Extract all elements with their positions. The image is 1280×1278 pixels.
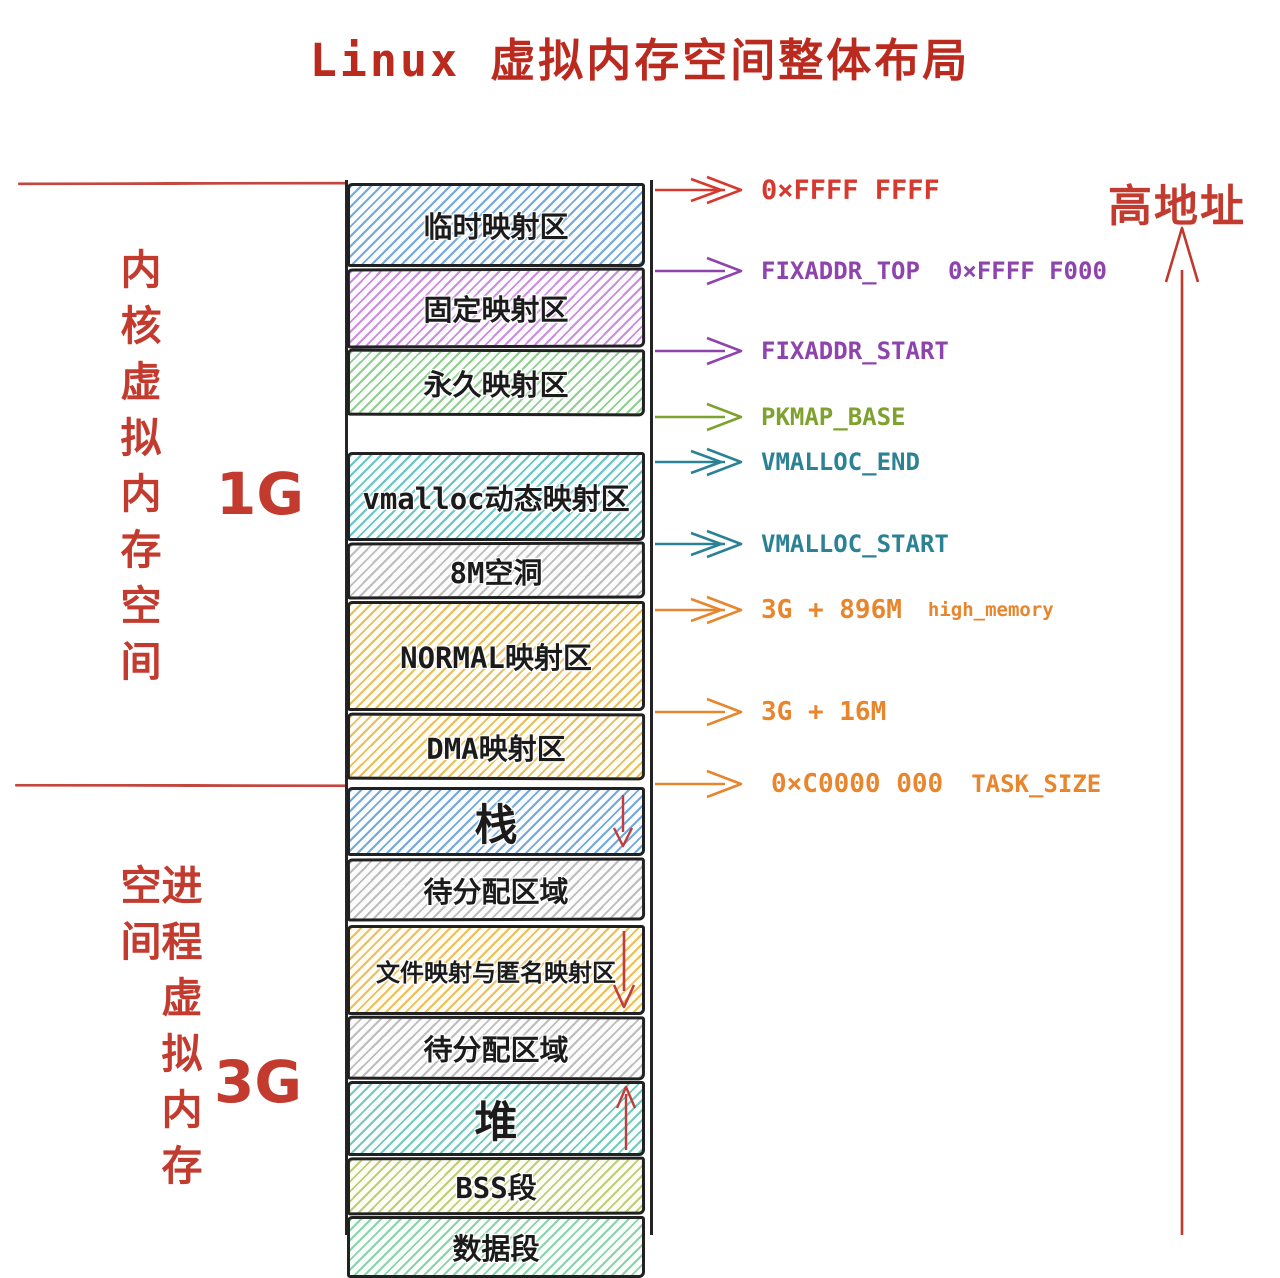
memory-block-vmalloc: vmalloc动态映射区: [347, 452, 645, 541]
block-label: 文件映射与匿名映射区: [376, 958, 616, 987]
block-label: 待分配区域: [423, 874, 569, 909]
address-label: PKMAP_BASE: [761, 403, 906, 431]
memory-block-permanent-mapping: 永久映射区: [346, 348, 646, 417]
pointer-arrow-icon: [655, 336, 743, 366]
pointer-arrow-icon: [655, 769, 743, 799]
address-label: 3G + 16M: [761, 697, 887, 727]
memory-block-file-anon-mapping: 文件映射与匿名映射区: [347, 925, 645, 1015]
block-label: DMA映射区: [426, 731, 566, 766]
address-label: FIXADDR_TOP: [761, 257, 920, 285]
addr-row-pkmap-base: PKMAP_BASE: [653, 399, 906, 435]
diagram-canvas: Linux 虚拟内存空间整体布局 内核虚拟内存空间 1G 进程虚拟内存空间 3G…: [14, 34, 1246, 1278]
block-label: 临时映射区: [423, 210, 569, 244]
addr-row-vmalloc-end: VMALLOC_END: [653, 444, 920, 480]
address-value: 0×FFFF F000: [947, 257, 1107, 285]
addr-row-ffff-ffff: 0×FFFF FFFF: [653, 172, 940, 208]
memory-block-fixed-mapping: 固定映射区: [346, 267, 646, 349]
pointer-arrow-icon: [655, 595, 743, 625]
pointer-arrow-icon: [655, 529, 743, 559]
block-label: 堆: [474, 1097, 518, 1148]
address-label: 0×C0000 000: [771, 769, 944, 799]
memory-block-heap: 堆: [347, 1081, 645, 1156]
memory-stack-frame: [345, 180, 653, 1235]
address-label: 0×FFFF FFFF: [761, 174, 940, 206]
addr-row-high-memory: 3G + 896M high_memory: [653, 592, 1054, 628]
block-label: NORMAL映射区: [400, 641, 592, 675]
address-label: VMALLOC_START: [761, 530, 949, 558]
memory-block-dma-mapping: DMA映射区: [346, 712, 646, 781]
address-label: 3G + 896M: [761, 595, 902, 625]
addr-row-fixaddr-start: FIXADDR_START: [653, 333, 949, 369]
address-value: high_memory: [927, 599, 1054, 621]
addr-row-fixaddr-top: FIXADDR_TOP 0×FFFF F000: [653, 253, 1107, 289]
address-label: VMALLOC_END: [761, 448, 920, 476]
kernel-top-boundary-line: [17, 181, 347, 186]
addr-row-task-size: 0×C0000 000 TASK_SIZE: [653, 766, 1101, 802]
memory-block-8m-hole: 8M空洞: [346, 541, 646, 600]
heap-grow-up-arrow: [613, 1084, 639, 1152]
block-label: 固定映射区: [423, 292, 569, 328]
memory-block-stack: 栈: [347, 787, 645, 856]
process-size-label: 3G: [214, 1048, 302, 1116]
block-label: 永久映射区: [423, 367, 569, 402]
memory-block-temp-mapping: 临时映射区: [347, 183, 645, 267]
addr-row-vmalloc-start: VMALLOC_START: [653, 526, 949, 562]
block-label: 8M空洞: [449, 555, 543, 590]
block-label: 数据段: [452, 1232, 540, 1266]
address-label: FIXADDR_START: [761, 337, 949, 365]
block-label: BSS段: [455, 1170, 537, 1206]
high-address-up-arrow: [1158, 224, 1206, 1239]
task-size-boundary-line: [14, 783, 347, 788]
process-space-label: 进程虚拟内存空间: [113, 864, 202, 1200]
memory-block-unallocated-upper: 待分配区域: [346, 857, 646, 922]
block-label: 栈: [474, 800, 518, 851]
page-title: Linux 虚拟内存空间整体布局: [309, 34, 971, 87]
memory-block-bss: BSS段: [346, 1156, 646, 1216]
kernel-space-label: 内核虚拟内存空间: [113, 248, 161, 696]
memory-block-unallocated-lower: 待分配区域: [346, 1015, 646, 1081]
stack-grow-down-arrow: [610, 792, 636, 850]
file-mapping-grow-down-arrow: [610, 929, 638, 1011]
high-address-label: 高地址: [1108, 181, 1246, 232]
memory-block-data-segment: 数据段: [347, 1216, 645, 1278]
pointer-arrow-icon: [655, 402, 743, 432]
memory-block-normal-mapping: NORMAL映射区: [347, 601, 645, 711]
pointer-arrow-icon: [655, 256, 743, 286]
block-label: vmalloc动态映射区: [362, 481, 630, 516]
address-value: TASK_SIZE: [971, 770, 1102, 798]
pointer-arrow-icon: [655, 175, 743, 205]
pointer-arrow-icon: [655, 447, 743, 477]
block-label: 待分配区域: [423, 1032, 569, 1068]
kernel-size-label: 1G: [216, 460, 304, 528]
pointer-arrow-icon: [655, 697, 743, 727]
addr-row-3g-16m: 3G + 16M: [653, 694, 886, 730]
